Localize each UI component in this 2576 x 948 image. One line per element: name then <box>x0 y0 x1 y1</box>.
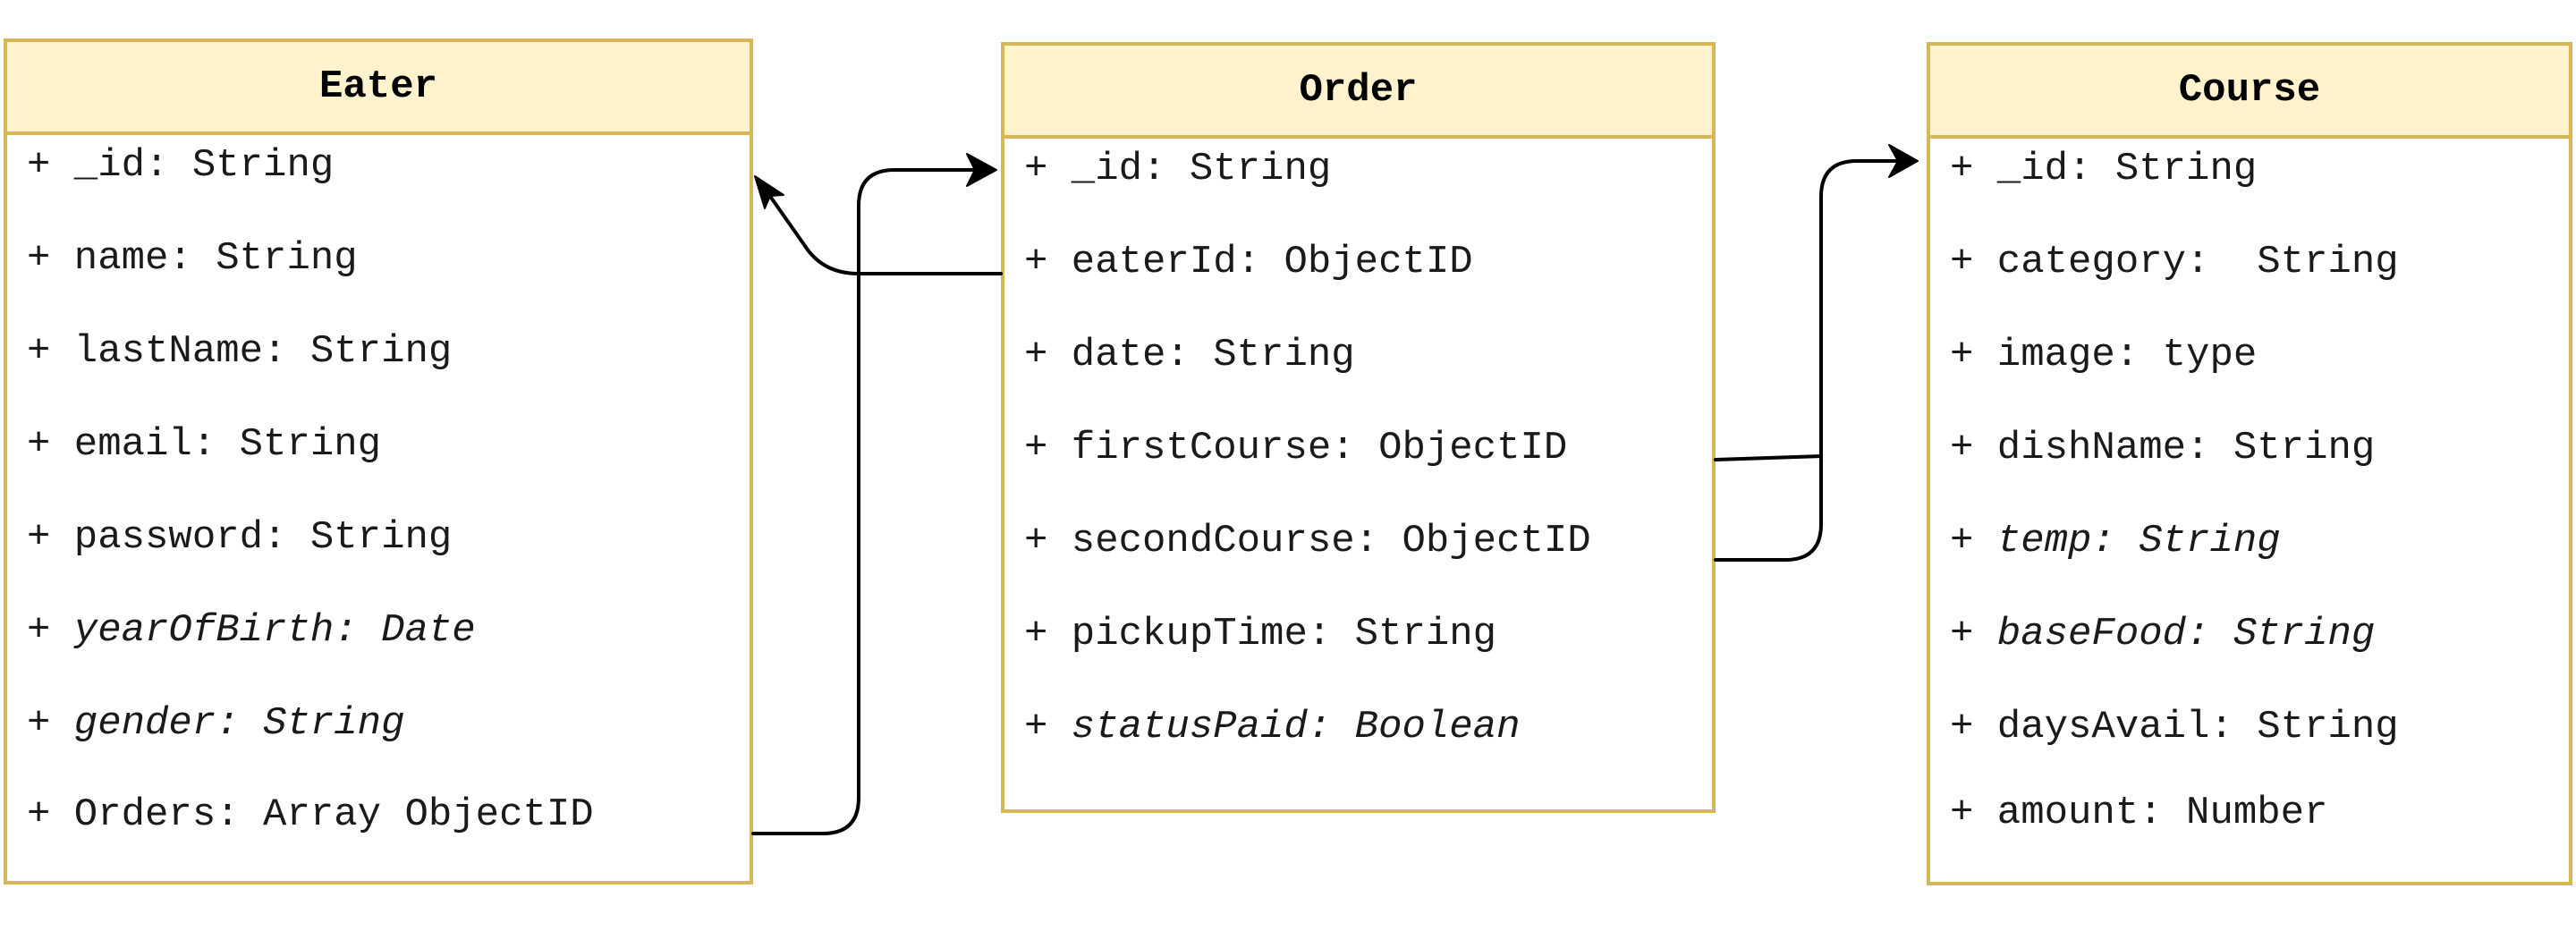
eater-attr-id: + _id: String <box>27 143 335 188</box>
order-attr-secondcourse: + secondCourse: ObjectID <box>1024 519 1591 563</box>
arrowhead-course-id <box>1888 144 1919 178</box>
order-attr-id: + _id: String <box>1024 147 1332 191</box>
order-attr-eaterid: + eaterId: ObjectID <box>1024 240 1473 284</box>
arrowhead-eater-id <box>754 175 784 209</box>
order-attr-pickuptime: + pickupTime: String <box>1024 612 1497 656</box>
eater-attr-gender: + gender: String <box>27 701 405 746</box>
course-attr-id: + _id: String <box>1950 147 2258 191</box>
course-attr-daysavail: + daysAvail: String <box>1950 705 2399 749</box>
connector-eater-orders-to-order-id[interactable] <box>751 168 977 835</box>
eater-class-title: Eater <box>7 42 750 135</box>
order-attr-firstcourse: + firstCourse: ObjectID <box>1024 426 1568 470</box>
connector-order-secondcourse-to-course-id[interactable] <box>1714 159 1902 562</box>
course-class-title: Course <box>1930 46 2569 139</box>
order-attr-statuspaid: + statusPaid: Boolean <box>1024 705 1521 749</box>
arrowhead-order-id <box>966 153 997 187</box>
connector-order-firstcourse-to-course-id[interactable] <box>1714 454 1823 461</box>
eater-attr-name: + name: String <box>27 236 358 281</box>
eater-class-box[interactable]: Eater + _id: String + name: String + las… <box>4 38 753 885</box>
order-class-title: Order <box>1004 46 1712 139</box>
course-attr-dishname: + dishName: String <box>1950 426 2376 470</box>
connector-order-eaterid-to-eater-id[interactable] <box>767 193 1003 275</box>
eater-attr-password: + password: String <box>27 515 453 560</box>
course-attr-category: + category: String <box>1950 240 2399 284</box>
eater-attr-orders: + Orders: Array ObjectID <box>27 792 594 837</box>
order-attr-date: + date: String <box>1024 333 1355 377</box>
course-attr-amount: + amount: Number <box>1950 791 2328 835</box>
course-attr-temp: + temp: String <box>1950 519 2281 563</box>
eater-attr-yearofbirth: + yearOfBirth: Date <box>27 608 476 653</box>
course-class-box[interactable]: Course + _id: String + category: String … <box>1927 42 2572 885</box>
eater-attr-lastname: + lastName: String <box>27 329 453 374</box>
eater-attr-email: + email: String <box>27 422 382 467</box>
order-class-box[interactable]: Order + _id: String + eaterId: ObjectID … <box>1001 42 1716 813</box>
course-attr-basefood: + baseFood: String <box>1950 612 2376 656</box>
course-attr-image: + image: type <box>1950 333 2258 377</box>
